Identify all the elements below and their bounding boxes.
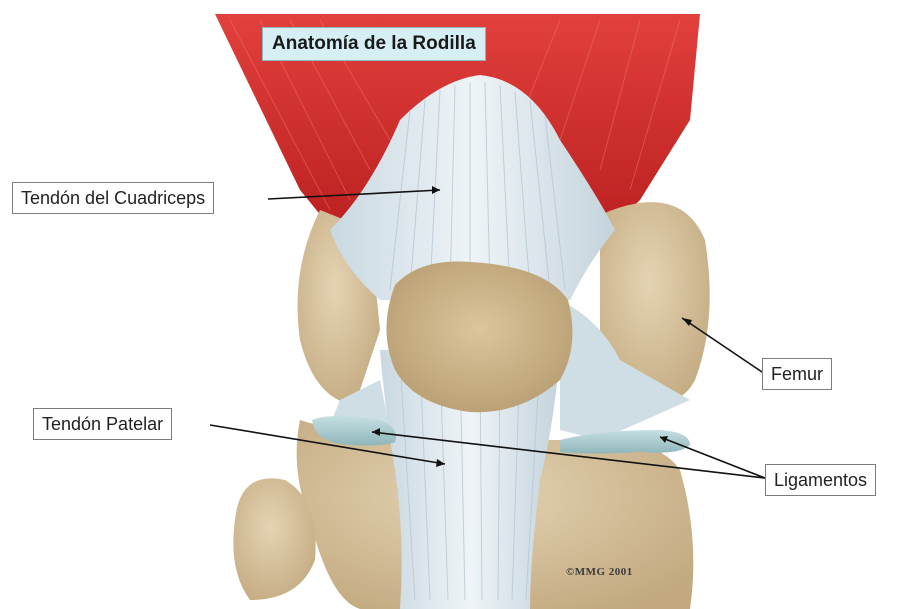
diagram-title: Anatomía de la Rodilla xyxy=(262,27,486,61)
label-ligaments: Ligamentos xyxy=(765,464,876,496)
patella xyxy=(387,261,573,412)
label-patellar-tendon: Tendón Patelar xyxy=(33,408,172,440)
copyright-text: ©MMG 2001 xyxy=(566,566,633,578)
label-femur: Femur xyxy=(762,358,832,390)
label-quadriceps-tendon: Tendón del Cuadriceps xyxy=(12,182,214,214)
